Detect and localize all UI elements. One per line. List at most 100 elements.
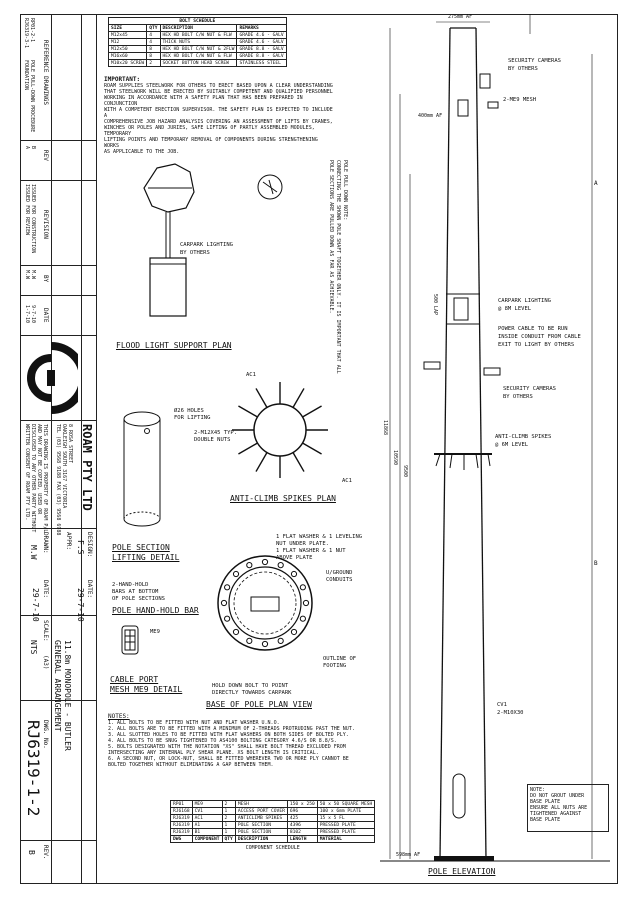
base-plan-title: BASE OF POLE PLAN VIEW: [206, 700, 312, 709]
component-row-cell: 696: [286, 807, 318, 815]
elev-cv1-1: CV1: [497, 702, 507, 708]
drawing-title-2: GENERAL ARRANGEMENT: [53, 640, 62, 732]
component-row-cell: 1: [221, 821, 236, 829]
bolt-hole: [277, 562, 284, 569]
component-row-cell: POLE SECTION: [234, 828, 288, 836]
pull-down-note-1: CONNECTING THE SHOWN POLE SHAFT TOGETHER…: [335, 160, 341, 374]
base-footing-1: OUTLINE OF: [323, 656, 357, 662]
bolt-hole: [224, 615, 231, 622]
elev-power-3: EXIT TO LIGHT BY OTHERS: [498, 342, 575, 348]
bolt-hole: [246, 562, 253, 569]
bolt-hole: [232, 628, 240, 636]
component-row-cell: MESH: [234, 800, 288, 808]
elev-dim-10590: 10590: [392, 450, 398, 466]
base-plan-drawing: [217, 555, 313, 651]
anti-climb-drawing: [232, 382, 328, 478]
important-line: AS APPLICABLE TO THE JOB.: [104, 149, 180, 155]
elev-dim-9500: 9500: [402, 465, 408, 478]
elev-spikes-1: ANTI-CLIMB SPIKES: [495, 434, 552, 440]
copyright-3: DISCLOSED TO ANY OTHER PARTY WITHOUT: [30, 424, 36, 533]
strip-line-1: [51, 14, 52, 884]
base-washer-2: NUT UNDER PLATE.: [276, 541, 329, 547]
bolt-hole: [261, 558, 269, 566]
elev-cv1-2: 2-M10x30: [497, 710, 524, 716]
component-row-cell: 425: [286, 814, 318, 822]
cable-port-title-1: CABLE PORT: [110, 675, 159, 684]
bolt-row-cell: 2: [146, 59, 161, 67]
base-washer-1: 1 FLAT WASHER & 1 LEVELING: [276, 534, 363, 540]
address-line-2: OAKLEIGH SOUTH 3167 VICTORIA: [61, 424, 67, 509]
elev-title: POLE ELEVATION: [428, 867, 496, 876]
bolt-row-cell: M16x60: [107, 52, 148, 60]
rev-a-by: M.W: [24, 270, 30, 280]
hand-hold-note-2: BARS AT BOTTOM: [112, 589, 159, 595]
lifting-holes-2: FOR LIFTING: [174, 415, 211, 421]
anti-climb-title: ANTI-CLIMB SPIKES PLAN: [230, 494, 336, 503]
strip-divider: [20, 700, 97, 701]
bolt-hole: [299, 584, 306, 591]
base-footing-2: FOOTING: [323, 663, 347, 669]
ref-drawing-desc-2: FOUNDATION: [23, 60, 29, 91]
bolt-hole: [277, 637, 284, 644]
component-header-row-cell: QTY: [221, 835, 236, 843]
bolt-hole: [232, 570, 240, 578]
base-conduits-1: U/GROUND: [326, 570, 353, 576]
elev-base-dim: 598mm AF: [396, 852, 421, 858]
drawn-label: DRAWN:: [42, 532, 49, 554]
elev-note-3: BASE PLATE: [530, 799, 561, 805]
company-logo: [27, 342, 78, 414]
component-row-cell: ACCESS PORT COVER: [234, 807, 288, 815]
bolt-row-cell: 8: [146, 45, 161, 53]
component-row-cell: RP01: [170, 800, 193, 808]
component-row-cell: RJ6319: [170, 814, 193, 822]
ac1-bottom-label: AC1: [342, 478, 352, 484]
bolt-header-row-cell: SIZE: [107, 24, 148, 32]
elev-lighting-2: @ 8m LEVEL: [498, 306, 532, 312]
rev-value: B: [27, 850, 36, 855]
bolt-row-cell: GRADE 8.8 - GALV: [236, 52, 287, 60]
rev-b-by: M.W: [30, 270, 36, 280]
elev-power-2: INSIDE CONDUIT FROM CABLE: [498, 334, 581, 340]
rev-b-date: 9-7-10: [30, 305, 36, 324]
strip-divider: [20, 615, 97, 616]
date-drawn: 29-7-10: [31, 588, 40, 622]
note-line: BOLTED TOGETHER WITHOUT ELIMINATING A GA…: [108, 762, 274, 768]
component-header-row-cell: DESCRIPTION: [234, 835, 288, 843]
lifting-title-1: POLE SECTION: [112, 543, 170, 552]
company-name: ROAM PTY LTD: [80, 424, 94, 511]
bolt-header-row-cell: REMARKS: [236, 24, 287, 32]
bolt-row-cell: M10x20 SCREW: [107, 59, 148, 67]
important-line: THAT STEELWORK WILL BE ERECTED BY SUITAB…: [104, 89, 333, 95]
component-row-cell: 50 x 50 SQUARE MESH: [316, 800, 376, 808]
ref-drawing-1: RP01-2-1: [29, 18, 35, 43]
bolt-row-cell: GRADE 8.8 - GALV: [236, 45, 287, 53]
notes-heading: NOTES:: [108, 713, 130, 720]
strip-divider: [20, 265, 97, 266]
elev-cameras-mid-1: SECURITY CAMERAS: [503, 386, 556, 392]
base-conduits-2: CONDUITS: [326, 577, 353, 583]
bolt-hole: [299, 615, 306, 622]
strip-divider: [20, 528, 97, 529]
drawing-title-1: 11.8m MONOPOLE - BUTLER: [63, 640, 72, 751]
elev-dim-500: 500 LAP: [432, 294, 438, 316]
note-line: 2. ALL BOLTS ARE TO BE FITTED WITH A MIN…: [108, 726, 355, 732]
strip-divider: [20, 840, 97, 841]
flood-light-title: FLOOD LIGHT SUPPORT PLAN: [116, 341, 232, 350]
bolt-hole: [261, 640, 269, 648]
component-row-cell: PRESSED PLATE: [316, 821, 376, 829]
component-row-cell: 100 x 6mm PLATE: [316, 807, 376, 815]
component-row-cell: AC1: [191, 814, 223, 822]
rev-b-desc: ISSUED FOR CONSTRUCTION: [30, 184, 36, 254]
important-line: WINCHES OR POLES AND JURIES, SAFE LIFTIN…: [104, 125, 315, 137]
drawing-number: RJ6319-1-2: [24, 720, 43, 817]
elev-mesh-top: 2-ME9 MESH: [503, 97, 537, 103]
elev-note-4: ENSURE ALL NUTS ARE: [530, 805, 588, 811]
drawn-value: M.W: [29, 545, 38, 560]
